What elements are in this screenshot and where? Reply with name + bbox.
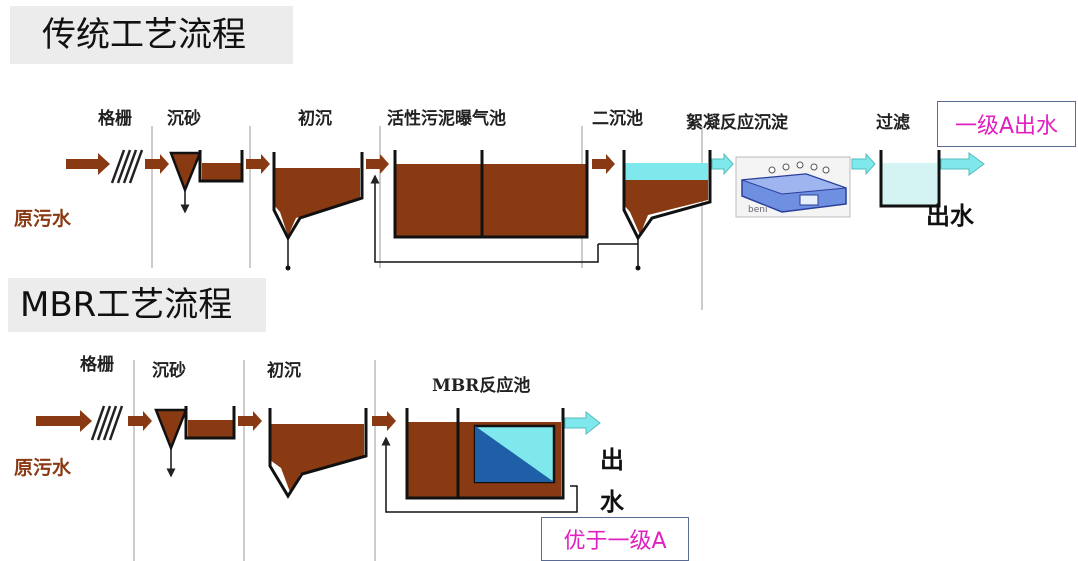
stage-label-screen: 格栅 [80,354,114,375]
stage-label-grit: 沉砂 [152,360,186,381]
aeration-tank [393,150,589,239]
outflow-label-line2: 水 [600,488,625,516]
mbr-reactor [405,408,565,500]
traditional-quality-badge: 一级A出水 [937,101,1076,147]
stage-label-grit: 沉砂 [167,108,201,129]
outflow-label-line1: 出 [600,446,624,474]
flow-arrow [246,154,270,174]
water-flow-arrow [851,152,876,176]
stage-label-secondary: 二沉池 [592,108,643,129]
stage-label-primary: 初沉 [298,108,332,129]
primary-clarifier [268,408,368,499]
bar-screen-icon [110,149,144,184]
secondary-clarifier [598,150,712,271]
membrane-module [475,426,554,482]
inflow-label: 原污水 [14,208,72,230]
flow-arrow [592,154,615,174]
flow-arrow [128,411,152,431]
equipment-caption: beni [748,205,767,215]
flow-arrow [372,411,396,431]
flow-arrow [366,154,389,174]
mbr-process-flow: 格栅 沉砂 初沉 MBR反应池 原污水 [14,354,625,561]
traditional-process-title: 传统工艺流程 [10,6,293,64]
mbr-quality-badge: 优于一级A [541,517,689,561]
grit-chamber [169,150,244,214]
stage-label-primary: 初沉 [267,360,301,381]
bar-screen-icon [90,405,124,441]
outflow-arrow [564,410,601,436]
stage-label-aeration: 活性污泥曝气池 [387,108,506,129]
stage-label-flocculation: 絮凝反应沉淀 [686,112,789,133]
outflow-label: 出水 [926,202,975,230]
mbr-process-title: MBR工艺流程 [8,278,266,332]
outflow-arrow [940,152,985,176]
sludge-return-line [381,436,578,513]
inflow-arrow [66,153,110,175]
water-flow-arrow [711,152,734,176]
traditional-process-flow: 格栅 沉砂 初沉 活性污泥曝气池 二沉池 絮凝反应沉淀 过滤 原污水 [14,108,985,310]
flocculation-unit-image: beni [735,156,851,218]
primary-clarifier [272,152,364,271]
inflow-label: 原污水 [14,457,72,479]
stage-label-mbr-reactor: MBR反应池 [432,375,530,396]
flow-arrow [238,411,262,431]
flow-arrow [145,154,169,174]
stage-label-filter: 过滤 [876,112,910,133]
filter-tank [879,150,941,208]
inflow-arrow [36,410,92,432]
stage-label-screen: 格栅 [98,108,132,129]
sludge-return-line [370,174,599,263]
grit-chamber [154,406,236,478]
